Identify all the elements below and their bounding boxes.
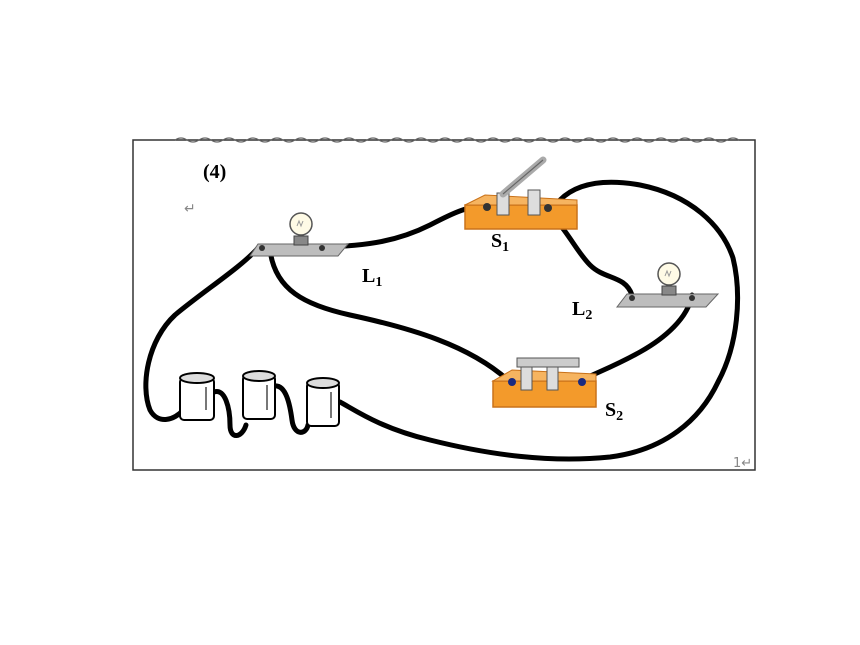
battery [179, 370, 340, 427]
switch-s1-base [464, 204, 578, 230]
frame-top-wave [174, 137, 740, 143]
switch-s2-lever [516, 357, 580, 368]
switch-s1-label: S1 [491, 230, 509, 255]
bulb-icon [657, 262, 681, 286]
lamp-l1-label: L1 [362, 265, 382, 290]
lamp-l1-base [249, 243, 350, 257]
wire-cell1-to-cell2 [211, 389, 249, 438]
switch-s1 [464, 156, 578, 230]
paragraph-mark: ↵ [184, 201, 196, 217]
lamp-l1 [249, 212, 350, 257]
wire-l1-to-s2 [267, 247, 513, 385]
switch-s2-label: S2 [605, 399, 623, 424]
battery-cell [306, 377, 340, 427]
figure-number: (4) [203, 161, 226, 183]
bulb-icon [289, 212, 313, 236]
switch-s2 [491, 357, 597, 408]
wire-l2-to-s2 [579, 292, 695, 383]
wire-cell2-to-cell3 [271, 383, 311, 435]
battery-cell [242, 370, 276, 420]
battery-cell [179, 372, 215, 421]
page-marker: 1↵ [733, 456, 752, 471]
wire-s1-outer-loop [337, 179, 741, 462]
lamp-l2-label: L2 [572, 298, 592, 323]
lamp-l2 [615, 262, 720, 308]
wire-l1-to-battery [143, 245, 261, 422]
